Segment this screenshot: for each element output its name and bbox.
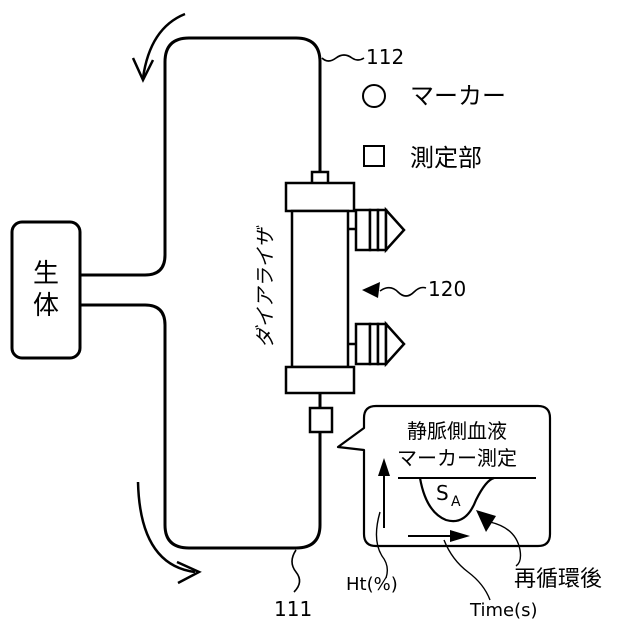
dialyzer-top-cap: [286, 183, 354, 211]
legend-marker-label: マーカー: [410, 82, 506, 110]
ref-120: 120: [428, 277, 466, 301]
blood-circuit-loop: [80, 38, 320, 275]
ref-111: 111: [274, 597, 312, 621]
x-axis-label: Time(s): [469, 600, 537, 621]
dialyzer-bottom-cap: [286, 367, 354, 393]
leader-120: [380, 288, 426, 297]
body-label-1: 生: [33, 259, 59, 289]
blood-circuit-loop-lower: [80, 305, 320, 548]
arrow-120: [362, 282, 380, 298]
dialyzer-body: [292, 211, 348, 367]
area-symbol: S: [436, 481, 449, 505]
measurement-unit-box: [310, 408, 332, 432]
body-box: [12, 222, 80, 358]
leader-112: [322, 55, 364, 61]
dialysate-port-lower: [348, 324, 404, 364]
area-subscript: A: [451, 494, 461, 510]
leader-time: [444, 540, 490, 600]
body-label-2: 体: [33, 291, 59, 321]
legend-measurement-square: [364, 146, 384, 166]
callout-title-1: 静脈側血液: [407, 419, 507, 443]
y-axis-label: Ht(%): [346, 574, 398, 595]
flow-arrow-bottom-head: [177, 562, 199, 583]
ref-112: 112: [366, 45, 404, 69]
callout-title-2: マーカー測定: [397, 446, 517, 470]
dialysate-port-upper: [348, 210, 404, 250]
leader-111: [292, 550, 300, 592]
legend-measurement-label: 測定部: [410, 144, 482, 172]
legend-marker-circle: [363, 85, 385, 107]
dialyzer-label: ダイアライザ: [253, 225, 277, 348]
after-recirculation-label: 再循環後: [514, 567, 602, 592]
